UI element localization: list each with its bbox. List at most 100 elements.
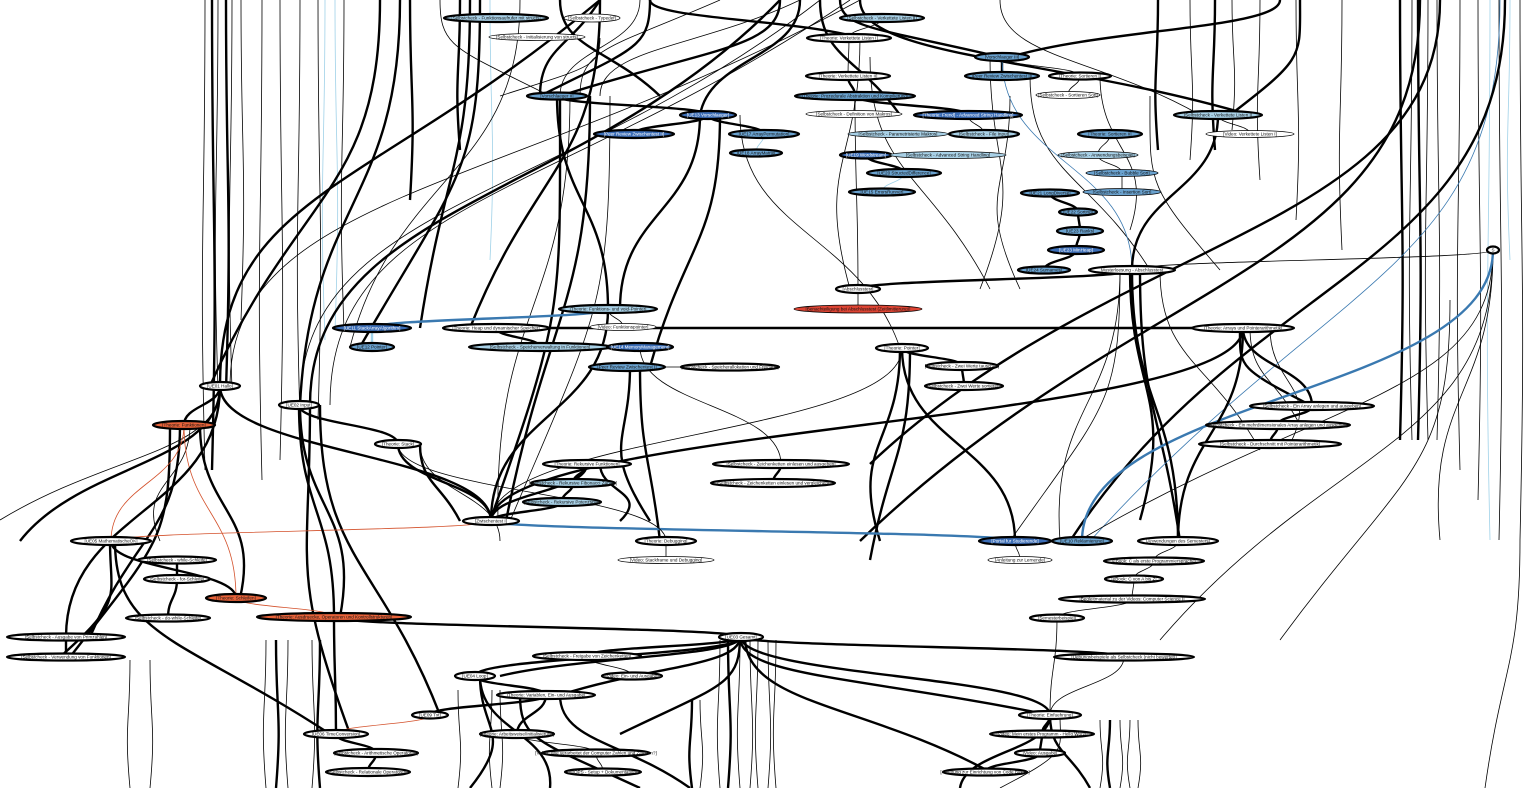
- graph-node[interactable]: [Theorie: Einfuehrung]: [1017, 709, 1083, 721]
- graph-node[interactable]: [Selbstcheck - Parametrisierte Makros]: [847, 130, 949, 138]
- graph-node[interactable]: [Benachteiligung bei Abschlusstest (Zeit…: [793, 304, 923, 314]
- graph-node[interactable]: [Begleitmaterial zu der Videos: Computer…: [1057, 594, 1207, 604]
- graph-node[interactable]: [UE21 LongDiverse]: [1019, 188, 1081, 198]
- graph-node[interactable]: [eBook: C als erste Programmiersprache]: [1102, 556, 1206, 566]
- graph-node[interactable]: [Theorie: Pointer]: [874, 342, 930, 354]
- graph-node[interactable]: [UE01 Hallo]: [198, 380, 242, 392]
- graph-node[interactable]: [Video: Ein- und Ausgabe]: [600, 671, 664, 681]
- graph-node[interactable]: [Selbstcheck - Insertion Sort]: [1082, 188, 1162, 196]
- graph-node[interactable]: [Selbstcheck - do-while-Schleife]: [124, 613, 212, 623]
- graph-node[interactable]: [Video: Verkettete Listen I]: [1205, 130, 1295, 138]
- graph-node[interactable]: [Selbstcheck - Anwendungsbeispiel]: [1057, 151, 1139, 159]
- graph-node[interactable]: [Peer Review Zwischentest II]: [592, 128, 676, 140]
- graph-node[interactable]: [Selbstcheck - for-Schleife]: [142, 573, 212, 585]
- graph-node[interactable]: [Peer Review Zwischentest II]: [963, 70, 1041, 82]
- graph-node[interactable]: [Selbstcheck - Ausgabe von Primzahlen]: [5, 632, 127, 642]
- graph-node[interactable]: [Video: Ausgabe]: [1013, 748, 1067, 758]
- graph-node[interactable]: [Selbstcheck - Verwendung von Funktionen…: [5, 652, 127, 662]
- graph-node[interactable]: [Video: Mein erstes Programm - Hello Wor…: [988, 729, 1096, 739]
- graph-node[interactable]: [Selbstcheck - Zeichenketten einlesen un…: [709, 477, 837, 489]
- graph-node[interactable]: [UE02 Input]: [277, 399, 321, 411]
- graph-node[interactable]: [Selbstcheck - Initialisierung von struc…: [488, 33, 586, 41]
- graph-node[interactable]: [Selbstcheck - Typedef]: [563, 13, 621, 23]
- graph-node[interactable]: [Theorie: Funktionen]: [151, 419, 217, 431]
- graph-node[interactable]: [Selbstcheck - Zwei Werte tauschen]: [925, 360, 999, 372]
- graph-node[interactable]: [Zwischentest I]: [461, 515, 521, 527]
- graph-node[interactable]: [UE18 ArrayMatrix]: [728, 148, 784, 158]
- graph-node[interactable]: [UE09 Txt]: [410, 710, 450, 720]
- graph-node[interactable]: [Selbstcheck - Speicherallokation und Fr…: [679, 362, 781, 372]
- graph-node[interactable]: [Theorie: Sortieren II]: [1076, 128, 1144, 140]
- graph-node[interactable]: [Vorschlaeger II]: [525, 91, 589, 101]
- graph-node[interactable]: [UE15 ErrorsRunner]: [847, 187, 917, 197]
- graph-node[interactable]: [Selbstcheck - Ein mehrdimensionales Arr…: [1204, 419, 1352, 431]
- graph-node[interactable]: [Selbstcheck - Advanced String Handling]: [889, 151, 1007, 159]
- graph-node[interactable]: [UE17 ArrayPermutation]: [727, 128, 801, 140]
- graph-node[interactable]: [MOPS - Setup + Dokumentation]: [563, 767, 643, 777]
- graph-node[interactable]: [Selbstcheck - Rekursive Potenzspiel]: [521, 496, 603, 508]
- graph-node[interactable]: [UE04 Loop]: [453, 670, 497, 682]
- graph-node[interactable]: S: [1485, 245, 1501, 255]
- graph-node[interactable]: [Theorie: Verkettete Listen I]: [805, 32, 893, 44]
- graph-node[interactable]: [Theorie: Debugging]: [634, 535, 698, 547]
- graph-node[interactable]: [Selbstcheck - Verkettete Listen II]: [838, 12, 926, 24]
- graph-node[interactable]: [UE13 Vorschlaeger]: [678, 109, 738, 121]
- graph-node[interactable]: [UE20 StructedDifference]: [865, 167, 943, 179]
- graph-node[interactable]: [Theorie: Ausdruecke, Operatoren und Kon…: [255, 611, 413, 623]
- graph-node[interactable]: [UE22 Sorting]: [1057, 207, 1099, 217]
- graph-node[interactable]: [Portal fur Studierende]: [977, 535, 1053, 547]
- graph-node[interactable]: [Anleitung zur Lernende]: [987, 556, 1053, 564]
- graph-node[interactable]: [Selbstcheck - Sortieren Sort]: [1035, 91, 1101, 99]
- graph-node[interactable]: [UE19 Wordstream]: [838, 150, 894, 160]
- graph-node[interactable]: [Selbstcheck - Zeichenketten einlesen un…: [711, 458, 851, 470]
- graph-node[interactable]: [Theorie: Prozedurale Abstraktion und Ko…: [793, 90, 917, 102]
- graph-node[interactable]: [Selbstcheck - while-Schleife]: [136, 555, 218, 565]
- graph-node[interactable]: [Selbstcheck - Definition von Makros]: [805, 110, 903, 118]
- graph-node[interactable]: [Vorschlaeger III]: [973, 51, 1031, 63]
- graph-node[interactable]: [Selbstcheck - Arithmetische Operatoren]: [332, 747, 420, 759]
- graph-node[interactable]: [UE11 StackArrayAlgorithm]: [331, 322, 413, 334]
- graph-node[interactable]: [UE24 Surnames]: [1016, 265, 1072, 275]
- graph-node[interactable]: [Theorie: Funktions- und void-Pointer]: [557, 303, 659, 315]
- graph-node[interactable]: [Video: Funktionspointer]: [589, 323, 657, 331]
- graph-node[interactable]: [Selbstcheck - Zwei Werte sortieren]: [923, 380, 1005, 392]
- graph-node[interactable]: [UE06 TimeConversion]: [302, 728, 370, 740]
- graph-node[interactable]: [Anleitung zur Einrichtung von Code Bloc…: [940, 767, 1030, 777]
- graph-node[interactable]: [Theorie: Verkettete Listen II]: [804, 70, 892, 82]
- graph-node[interactable]: [Peer Review Zwischentest I]: [587, 361, 667, 373]
- graph-node[interactable]: [Video: Stackframe und Debugging]: [617, 556, 715, 564]
- graph-node[interactable]: [UE23 MinHeap]: [1046, 244, 1106, 256]
- graph-node[interactable]: [Abschlusstest]: [834, 283, 882, 295]
- graph-node[interactable]: [Theorie: Frend] - Advanced String Handl…: [912, 109, 1024, 121]
- graph-node[interactable]: [UE14 MemoryManagement]: [605, 341, 675, 353]
- graph-node[interactable]: [Semesterbeispiel]: [1028, 613, 1086, 623]
- graph-node[interactable]: [Theorie: Arbeitsweise/Initialisierung]: [478, 728, 556, 740]
- graph-node[interactable]: [Selbstcheck - Relationale Operatoren]: [324, 766, 412, 778]
- graph-node[interactable]: [Theorie: Schleifen]: [204, 592, 268, 604]
- graph-node[interactable]: [Theorie: Sortieren I]: [1047, 71, 1113, 81]
- graph-node[interactable]: Musterloesung - Abschlusstest: [1087, 264, 1177, 276]
- graph-node[interactable]: [UE05 MathematischeOK]: [69, 535, 153, 547]
- graph-node[interactable]: [Selbstcheck - Durchschnitt mit Pointera…: [1197, 438, 1343, 450]
- graph-node[interactable]: [Selbstcheck - Ein Array anlegen und aus…: [1248, 400, 1376, 412]
- graph-node[interactable]: [Selbstcheck - File Input]: [947, 128, 1021, 140]
- graph-node[interactable]: [Anwendungen des Semesters]: [1136, 535, 1220, 547]
- graph-node[interactable]: [Uebungsbeispiele als Selbstcheck (nicht…: [1052, 652, 1196, 662]
- graph-node[interactable]: [UE10 Reklamierung]: [1050, 535, 1114, 547]
- graph-node[interactable]: [Theorie: Rekursive Funktionen]: [541, 458, 633, 470]
- graph-node[interactable]: [UE03 Gesamt]: [717, 631, 765, 643]
- graph-node[interactable]: [Theorie: Arrays und Pointerarithmetik]: [1190, 322, 1296, 334]
- graph-node[interactable]: [eBook: C von A bis Z]: [1103, 574, 1165, 584]
- graph-node[interactable]: [Selbstcheck - Speicherverwaltung in Fun…: [467, 341, 613, 353]
- graph-node[interactable]: [Selbstcheck - Verkettete Listen I]: [1172, 109, 1264, 121]
- graph-node[interactable]: [Selbstcheck - Rekursive Fibonacci Zahle…: [529, 477, 617, 489]
- graph-node[interactable]: [Theorie: Heap und dynamischer Speicher]: [441, 322, 551, 334]
- graph-node[interactable]: [UE12 Pointer]: [348, 341, 396, 353]
- graph-node[interactable]: [Selbstcheck - Bubble Sort]: [1085, 169, 1159, 177]
- graph-node[interactable]: [Selbstcheck - Funktionsaufrufer mit str…: [442, 12, 550, 24]
- graph-node[interactable]: [Video: Wie verarbeitet der Computer Zah…: [535, 748, 657, 758]
- graph-node[interactable]: [Theorie: Stack]: [373, 438, 423, 450]
- graph-node[interactable]: [UE23 Ranks]: [1055, 225, 1105, 237]
- graph-node[interactable]: [Selbstcheck - Freigabe von Zeichenkette…: [531, 650, 643, 662]
- graph-node[interactable]: [Theorie: Variablen, Ein- und Ausgabe]: [495, 689, 597, 701]
